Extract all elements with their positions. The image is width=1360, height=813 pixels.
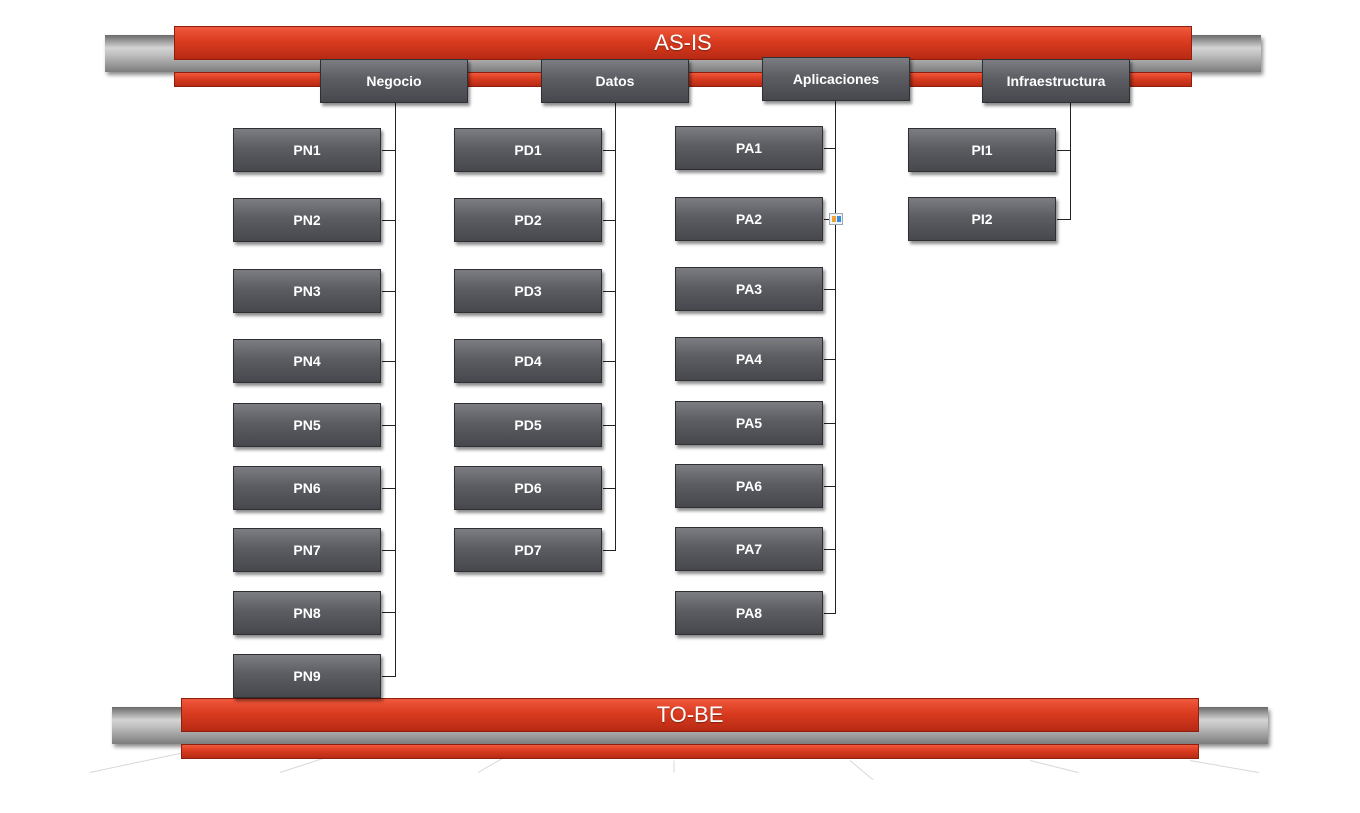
- node-pa7[interactable]: PA7: [675, 527, 823, 571]
- node-pa8[interactable]: PA8: [675, 591, 823, 635]
- to-be-title: TO-BE: [656, 702, 724, 727]
- node-pn8[interactable]: PN8: [233, 591, 381, 635]
- node-pn3[interactable]: PN3: [233, 269, 381, 313]
- to-be-red-band-top: [181, 698, 1199, 732]
- node-pa2[interactable]: PA2: [675, 197, 823, 241]
- aplicaciones-trunk: [835, 101, 836, 613]
- layout-options-icon[interactable]: [829, 213, 843, 225]
- node-pa5[interactable]: PA5: [675, 401, 823, 445]
- node-pn6[interactable]: PN6: [233, 466, 381, 510]
- node-pd1[interactable]: PD1: [454, 128, 602, 172]
- header-negocio[interactable]: Negocio: [320, 59, 468, 103]
- node-pd2[interactable]: PD2: [454, 198, 602, 242]
- node-pd7[interactable]: PD7: [454, 528, 602, 572]
- node-pn7[interactable]: PN7: [233, 528, 381, 572]
- header-datos[interactable]: Datos: [541, 59, 689, 103]
- node-pd3[interactable]: PD3: [454, 269, 602, 313]
- header-aplicaciones[interactable]: Aplicaciones: [762, 57, 910, 101]
- header-infraestructura[interactable]: Infraestructura: [982, 59, 1130, 103]
- to-be-red-band-bottom: [181, 744, 1199, 759]
- as-is-red-band-top: [174, 26, 1192, 60]
- node-pn5[interactable]: PN5: [233, 403, 381, 447]
- node-pn2[interactable]: PN2: [233, 198, 381, 242]
- node-pa3[interactable]: PA3: [675, 267, 823, 311]
- infraestructura-trunk: [1070, 103, 1071, 219]
- datos-trunk: [615, 103, 616, 550]
- node-pn4[interactable]: PN4: [233, 339, 381, 383]
- node-pd5[interactable]: PD5: [454, 403, 602, 447]
- node-pn9[interactable]: PN9: [233, 654, 381, 698]
- node-pd6[interactable]: PD6: [454, 466, 602, 510]
- node-pn1[interactable]: PN1: [233, 128, 381, 172]
- node-pa4[interactable]: PA4: [675, 337, 823, 381]
- node-pa6[interactable]: PA6: [675, 464, 823, 508]
- node-pa1[interactable]: PA1: [675, 126, 823, 170]
- node-pd4[interactable]: PD4: [454, 339, 602, 383]
- as-is-title: AS-IS: [654, 30, 712, 55]
- negocio-trunk: [395, 103, 396, 676]
- node-pi1[interactable]: PI1: [908, 128, 1056, 172]
- node-pi2[interactable]: PI2: [908, 197, 1056, 241]
